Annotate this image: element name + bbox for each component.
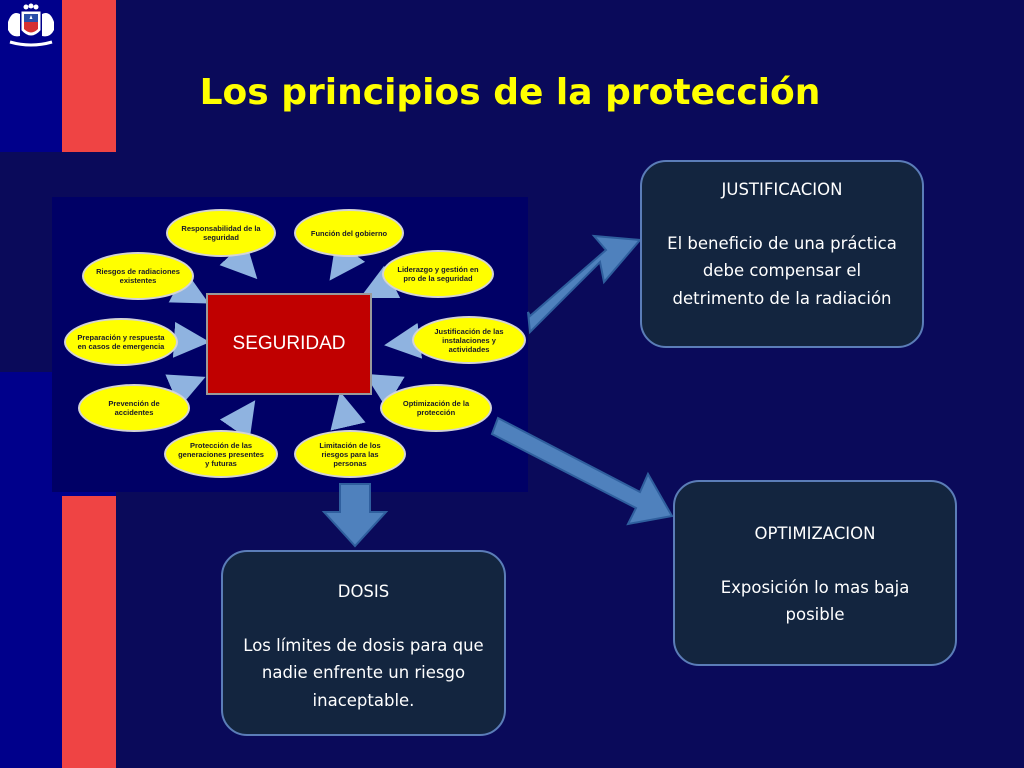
- stripe-red-top: [62, 0, 116, 152]
- ellipse-limitacion: Limitación de los riesgos para las perso…: [294, 430, 406, 478]
- ellipse-preparacion: Preparación y respuesta en casos de emer…: [64, 318, 178, 366]
- ellipse-label: Responsabilidad de la seguridad: [181, 224, 261, 242]
- arrow-small: [165, 374, 206, 408]
- justificacion-box: JUSTIFICACION El beneficio de una prácti…: [640, 160, 924, 348]
- ellipse-label: Riesgos de radiaciones existentes: [96, 267, 180, 285]
- optimizacion-box: OPTIMIZACION Exposición lo mas baja posi…: [673, 480, 957, 666]
- optimizacion-text: Exposición lo mas baja posible: [720, 578, 910, 625]
- ellipse-justificacion: Justificación de las instalaciones y act…: [412, 316, 526, 364]
- ellipse-responsabilidad: Responsabilidad de la seguridad: [166, 209, 276, 257]
- ellipse-label: Optimización de la protección: [402, 399, 470, 417]
- arrow-small: [219, 400, 256, 441]
- arrow-small: [330, 391, 366, 431]
- dosis-text: Los límites de dosis para que nadie enfr…: [243, 636, 484, 710]
- ellipse-label: Protección de las generaciones presentes…: [178, 440, 264, 468]
- stripe-blue-bottom: [0, 372, 62, 768]
- ellipse-label: Limitación de los riesgos para las perso…: [319, 440, 381, 468]
- ellipse-label: Prevención de accidentes: [108, 399, 160, 417]
- ellipse-label: Función del gobierno: [310, 228, 388, 238]
- justificacion-text: El beneficio de una práctica debe compen…: [667, 234, 897, 308]
- ellipse-optimizacion: Optimización de la protección: [380, 384, 492, 432]
- optimizacion-heading: OPTIMIZACION: [754, 524, 876, 543]
- ellipse-label: Preparación y respuesta en casos de emer…: [77, 333, 165, 351]
- seguridad-box: SEGURIDAD: [206, 293, 372, 395]
- justificacion-heading: JUSTIFICACION: [721, 180, 843, 199]
- arrow-to-justificacion: [527, 234, 643, 335]
- ellipse-prevencion: Prevención de accidentes: [78, 384, 190, 432]
- ellipse-liderazgo: Liderazgo y gestión en pro de la segurid…: [382, 250, 494, 298]
- stripe-red-bottom: [62, 496, 116, 768]
- coat-of-arms-icon: [2, 2, 60, 50]
- ellipse-proteccion-generaciones: Protección de las generaciones presentes…: [164, 430, 278, 478]
- arrow-to-dosis: [321, 483, 389, 548]
- arrow-to-optimizacion: [490, 416, 674, 526]
- dosis-heading: DOSIS: [337, 582, 390, 601]
- arrow-small: [172, 321, 210, 358]
- arrow-small: [364, 373, 405, 408]
- ellipse-riesgos-existentes: Riesgos de radiaciones existentes: [82, 252, 194, 300]
- ellipse-funcion-gobierno: Función del gobierno: [294, 209, 404, 257]
- ellipse-label: Liderazgo y gestión en pro de la segurid…: [397, 265, 479, 283]
- dosis-box: DOSIS Los límites de dosis para que nadi…: [221, 550, 506, 736]
- ellipse-label: Justificación de las instalaciones y act…: [434, 326, 504, 354]
- page-title: Los principios de la protección: [199, 72, 821, 113]
